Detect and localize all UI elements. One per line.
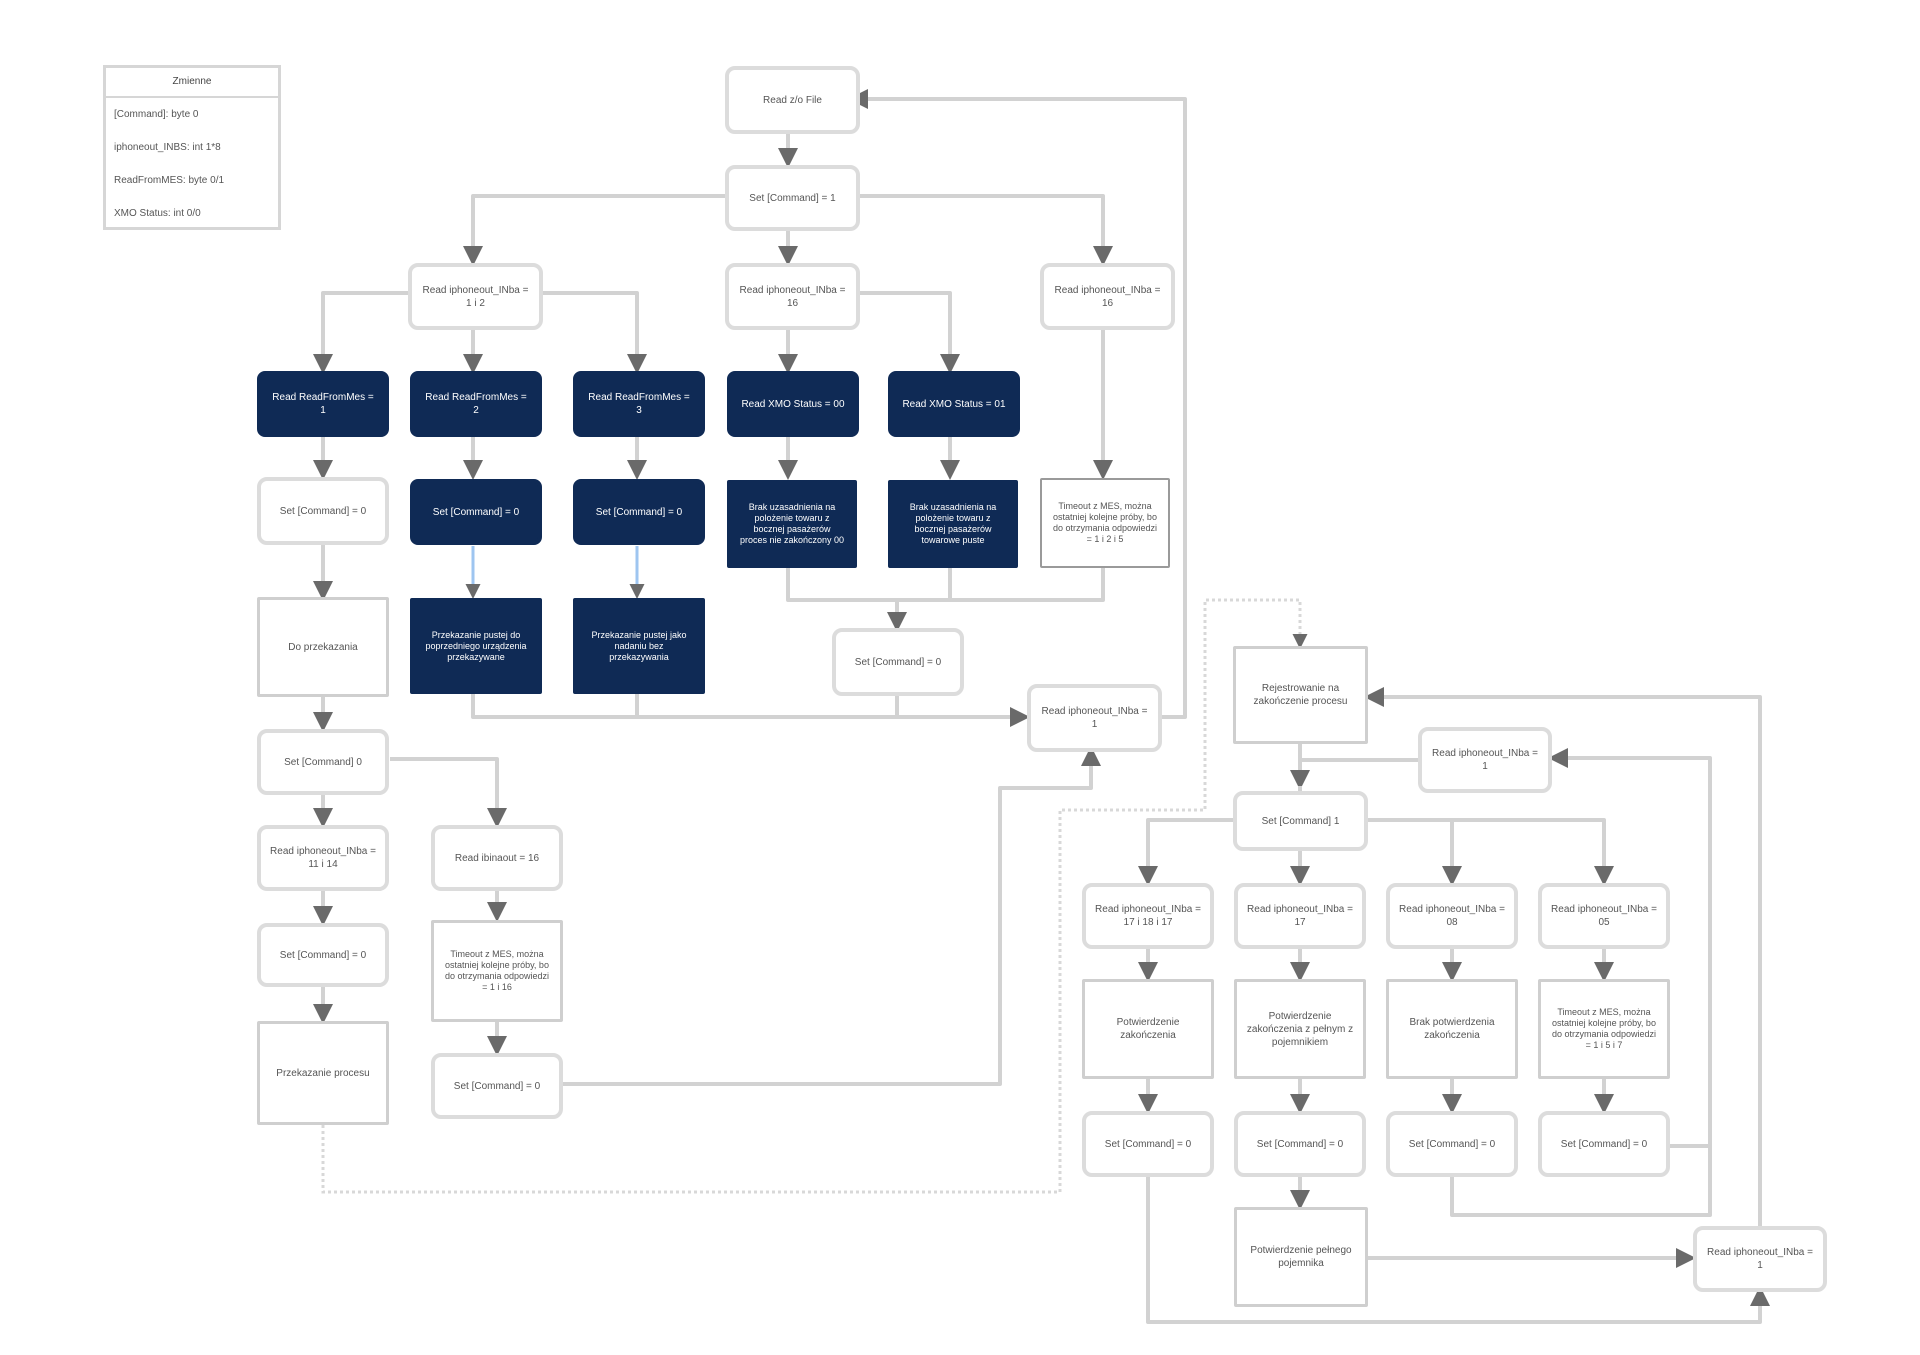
register-node[interactable]: Rejestrowanie na zakończenie procesu bbox=[1233, 646, 1368, 744]
read-node[interactable]: Read iphoneout_INba = 17 bbox=[1234, 883, 1366, 949]
set-command-node[interactable]: Set [Command] = 0 bbox=[573, 479, 705, 545]
legend-title: Zmienne bbox=[106, 68, 278, 98]
legend-row: iphoneout_INBS: int 1*8 bbox=[114, 142, 221, 153]
set-command-node[interactable]: Set [Command] = 0 bbox=[410, 479, 542, 545]
set-command-node[interactable]: Set [Command] = 0 bbox=[832, 628, 964, 696]
set-command-node[interactable]: Set [Command] = 0 bbox=[257, 923, 389, 987]
set-command-node[interactable]: Set [Command] 1 bbox=[1233, 791, 1368, 851]
read-node[interactable]: Read iphoneout_INba = 17 i 18 i 17 bbox=[1082, 883, 1214, 949]
connector bbox=[1452, 818, 1614, 886]
connector bbox=[533, 291, 647, 374]
read-node[interactable]: Read iphoneout_INba = 1 bbox=[1693, 1226, 1827, 1292]
read-mes-node[interactable]: Read ReadFromMes = 1 bbox=[257, 371, 389, 437]
read-node[interactable]: Read iphoneout_INba = 11 i 14 bbox=[257, 825, 389, 891]
connector bbox=[390, 757, 507, 828]
set-command-node[interactable]: Set [Command] 0 bbox=[257, 729, 389, 795]
connector bbox=[1360, 818, 1462, 886]
set-command-node[interactable]: Set [Command] = 0 bbox=[257, 477, 389, 545]
confirm-node[interactable]: Potwierdzenie zakończenia bbox=[1082, 979, 1214, 1079]
read-node[interactable]: Read iphoneout_INba = 1 bbox=[1418, 727, 1552, 793]
connector bbox=[563, 746, 1101, 1086]
read-node[interactable]: Read iphoneout_INba = 05 bbox=[1538, 883, 1670, 949]
set-command-node[interactable]: Set [Command] = 0 bbox=[1538, 1111, 1670, 1177]
process-node[interactable]: Przekazanie procesu bbox=[257, 1021, 389, 1125]
timeout-node[interactable]: Timeout z MES, można ostatniej kolejne p… bbox=[431, 920, 563, 1022]
connector bbox=[848, 194, 1113, 266]
transfer-node[interactable]: Przekazanie pustej jako nadaniu bez prze… bbox=[573, 598, 705, 694]
read-node[interactable]: Read iphoneout_INba = 08 bbox=[1386, 883, 1518, 949]
confirm-node[interactable]: Brak potwierdzenia zakończenia bbox=[1386, 979, 1518, 1079]
connector bbox=[313, 291, 413, 374]
connector bbox=[471, 694, 1030, 727]
read-status-node[interactable]: Read XMO Status = 01 bbox=[888, 371, 1020, 437]
info-node[interactable]: Brak uzasadnienia na polożenie towaru z … bbox=[727, 480, 857, 568]
timeout-node[interactable]: Timeout z MES, można ostatniej kolejne p… bbox=[1040, 478, 1170, 568]
read-mes-node[interactable]: Read ReadFromMes = 3 bbox=[573, 371, 705, 437]
confirm-node[interactable]: Potwierdzenie pełnego pojemnika bbox=[1234, 1207, 1368, 1307]
transfer-node[interactable]: Przekazanie pustej do poprzedniego urząd… bbox=[410, 598, 542, 694]
legend-table: Zmienne [Command]: byte 0 iphoneout_INBS… bbox=[103, 65, 281, 230]
set-command-node[interactable]: Set [Command] = 0 bbox=[1386, 1111, 1518, 1177]
start-node[interactable]: Read z/o File bbox=[725, 66, 860, 134]
connector bbox=[1138, 818, 1240, 886]
read-mes-node[interactable]: Read ReadFromMes = 2 bbox=[410, 371, 542, 437]
set-command-node[interactable]: Set [Command] = 1 bbox=[725, 165, 860, 231]
set-command-node[interactable]: Set [Command] = 0 bbox=[1234, 1111, 1366, 1177]
connector bbox=[848, 291, 960, 374]
connector bbox=[463, 194, 728, 266]
read-node[interactable]: Read iphoneout_INba = 16 bbox=[725, 263, 860, 330]
read-status-node[interactable]: Read XMO Status = 00 bbox=[727, 371, 859, 437]
info-node[interactable]: Brak uzasadnienia na polożenie towaru z … bbox=[888, 480, 1018, 568]
no-process-node[interactable]: Do przekazania bbox=[257, 597, 389, 697]
legend-row: ReadFromMES: byte 0/1 bbox=[114, 175, 225, 186]
confirm-node[interactable]: Potwierdzenie zakończenia z pełnym z poj… bbox=[1234, 979, 1366, 1079]
set-command-node[interactable]: Set [Command] = 0 bbox=[431, 1053, 563, 1119]
legend-row: [Command]: byte 0 bbox=[114, 109, 199, 120]
read-node[interactable]: Read iphoneout_INba = 1 bbox=[1027, 684, 1162, 752]
connector bbox=[786, 566, 1105, 602]
set-command-node[interactable]: Set [Command] = 0 bbox=[1082, 1111, 1214, 1177]
read-node[interactable]: Read iphoneout_INba = 16 bbox=[1040, 263, 1175, 330]
read-node[interactable]: Read ibinaout = 16 bbox=[431, 825, 563, 891]
read-node[interactable]: Read iphoneout_INba = 1 i 2 bbox=[408, 263, 543, 330]
legend-row: XMO Status: int 0/0 bbox=[114, 208, 201, 219]
timeout-node[interactable]: Timeout z MES, można ostatniej kolejne p… bbox=[1538, 979, 1670, 1079]
